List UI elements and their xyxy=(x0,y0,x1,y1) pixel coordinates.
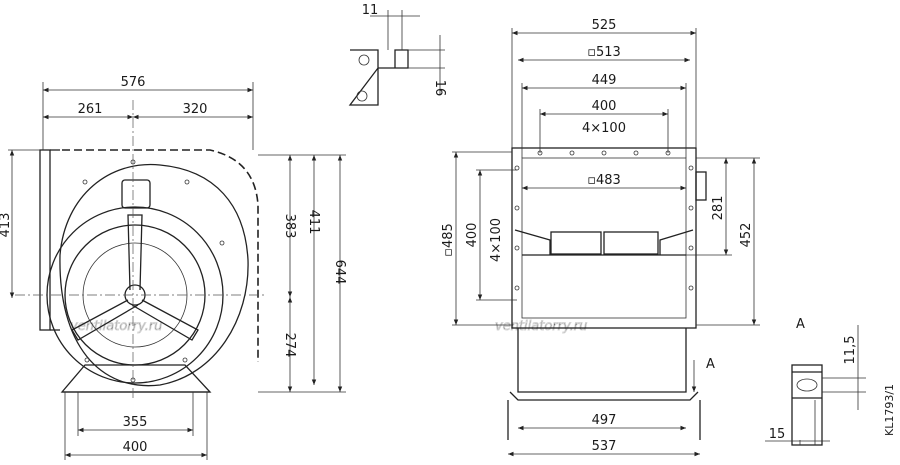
left-flange xyxy=(39,149,51,331)
dim-537: 537 xyxy=(592,439,617,454)
dim-483: ▫483 xyxy=(587,173,621,188)
spoke-left xyxy=(71,299,139,341)
dim-411: 411 xyxy=(306,210,321,235)
drawing-code: KL1793/1 xyxy=(883,384,896,436)
dim-383: 383 xyxy=(282,214,297,239)
dim-4x100-top: 4×100 xyxy=(582,121,626,136)
dim-16-bracket: 16 xyxy=(432,80,447,97)
dim-576: 576 xyxy=(121,75,146,90)
volute xyxy=(59,163,249,387)
right-view: 525 ▫513 449 400 4×100 ▫483 ▫485 400 4×1… xyxy=(441,18,760,457)
spoke-right xyxy=(131,299,199,341)
spoke-top xyxy=(127,214,143,291)
motor-box xyxy=(121,179,151,209)
dim-4x100-vertical: 4×100 xyxy=(489,218,504,262)
watermark-right: ventilatorry.ru xyxy=(495,319,587,334)
dim-320: 320 xyxy=(183,102,208,117)
left-view: 576 261 320 413 383 411 644 274 355 xyxy=(0,75,347,460)
dim-644: 644 xyxy=(332,260,347,285)
bracket-detail: 11 16 xyxy=(348,3,447,106)
section-label: A xyxy=(796,317,805,332)
motor-block-2 xyxy=(603,231,659,255)
scroll-outline xyxy=(62,149,259,362)
front-flange xyxy=(511,147,697,329)
dim-400-top: 400 xyxy=(592,99,617,114)
dim-15: 15 xyxy=(769,427,786,442)
dim-261: 261 xyxy=(78,102,103,117)
watermark-left: ventilatorry.ru xyxy=(70,319,162,334)
dim-513: ▫513 xyxy=(587,45,621,60)
dim-355: 355 xyxy=(123,415,148,430)
motor-block-1 xyxy=(550,231,602,255)
foot-plate xyxy=(791,364,823,446)
dim-497: 497 xyxy=(592,413,617,428)
dim-452: 452 xyxy=(739,223,754,248)
dim-11-bracket: 11 xyxy=(362,3,379,18)
dim-400-vertical: 400 xyxy=(465,223,480,248)
dim-281: 281 xyxy=(711,196,726,221)
dim-413: 413 xyxy=(0,213,13,238)
foot-detail: A 11,5 15 KL1793/1 xyxy=(765,317,896,446)
dim-449: 449 xyxy=(592,73,617,88)
dim-400-base: 400 xyxy=(123,440,148,455)
base-stand xyxy=(60,364,212,393)
view-arrow-label: A xyxy=(706,357,715,372)
dim-11-5: 11,5 xyxy=(843,336,858,365)
dim-274: 274 xyxy=(282,333,297,358)
dim-485: ▫485 xyxy=(441,223,456,257)
dim-525: 525 xyxy=(592,18,617,33)
